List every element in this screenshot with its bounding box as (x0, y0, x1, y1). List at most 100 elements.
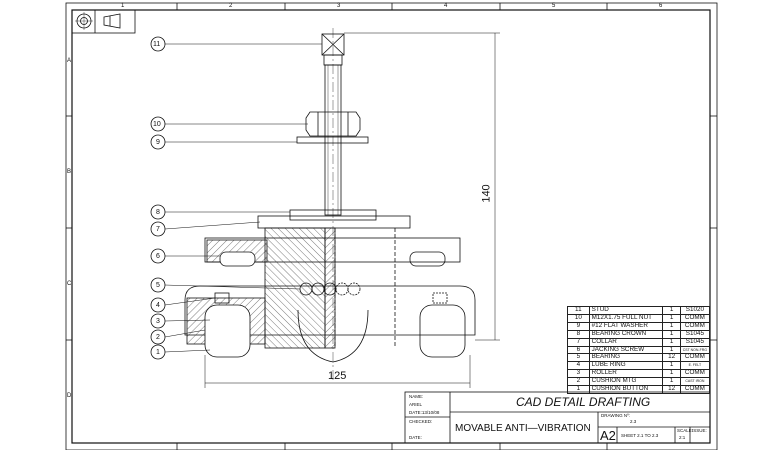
part-material: S1045 (679, 337, 711, 347)
dimension-lines (204, 32, 500, 388)
zone-col-1: 1 (121, 3, 125, 9)
zone-col-5: 5 (552, 3, 556, 9)
zone-col-4: 4 (444, 3, 448, 9)
part-material: COMM (679, 385, 711, 394)
date2-label: DATE: (409, 435, 422, 440)
part-number: 2 (567, 377, 590, 387)
sheet-size: A2 (600, 428, 616, 443)
part-material: CST NON-FRG (679, 345, 711, 355)
part-description: CUSHION BUTTON (588, 385, 664, 394)
balloons (150, 36, 166, 360)
part-description: CUSHION MTG (588, 377, 664, 387)
part-number: 9 (567, 321, 590, 331)
part-material: COMM (679, 313, 711, 323)
part-description: COLLAR (588, 337, 664, 347)
balloon-7: 7 (156, 226, 160, 233)
part-description: BEARING (588, 353, 664, 363)
zone-row-c: C (67, 281, 72, 287)
drawing-no-label: DRAWING Nº: (601, 413, 630, 418)
part-description: BEARING CROWN (588, 329, 664, 339)
part-number: 5 (567, 353, 590, 363)
part-quantity: 1 (662, 306, 681, 315)
part-description: STUD (588, 306, 664, 315)
zone-col-3: 3 (337, 3, 341, 9)
part-material: COMM (679, 353, 711, 363)
part-number: 3 (567, 369, 590, 379)
part-quantity: 1 (662, 329, 681, 339)
date-label: DATE:13/10/08 (409, 410, 440, 415)
part-description: LUBE RING (588, 361, 664, 371)
part-material: CAST IRON (679, 377, 711, 387)
part-material: S1020 (679, 306, 711, 315)
part-quantity: 12 (662, 353, 681, 363)
zone-row-b: B (67, 169, 72, 175)
drafter-name: ARIEL (409, 402, 423, 407)
part-number: 4 (567, 361, 590, 371)
zone-col-6: 6 (659, 3, 663, 9)
part-quantity: 1 (662, 337, 681, 347)
drawing-title: MOVABLE ANTI—VIBRATION (455, 423, 591, 434)
balloon-3: 3 (156, 318, 160, 325)
balloon-10: 10 (153, 121, 161, 128)
scale-label: SCALE: (677, 428, 694, 433)
part-quantity: 1 (662, 369, 681, 379)
title-block-frame (404, 391, 711, 444)
part-material: COMM (679, 321, 711, 331)
balloon-5: 5 (156, 282, 160, 289)
zone-row-d: D (67, 393, 72, 399)
inner-border (71, 9, 711, 444)
part-material: COMM (679, 369, 711, 379)
part-material: S1045 (679, 329, 711, 339)
part-description: #12 FLAT WASHER (588, 321, 664, 331)
projection-symbol-icon (71, 9, 136, 34)
part-quantity: 12 (662, 385, 681, 394)
part-number: 7 (567, 337, 590, 347)
part-quantity: 1 (662, 361, 681, 371)
balloon-6: 6 (156, 253, 160, 260)
checked-label: CHECKED: (409, 419, 433, 424)
part-number: 8 (567, 329, 590, 339)
balloon-8: 8 (156, 209, 160, 216)
assembly-section-view (164, 28, 500, 388)
balloon-4: 4 (156, 302, 160, 309)
balloon-9: 9 (156, 139, 160, 146)
part-number: 10 (567, 313, 590, 323)
part-number: 11 (567, 306, 590, 315)
sheet-number: SHEET 2.1 TO 2.3 (621, 433, 659, 438)
zone-ticks (66, 3, 717, 450)
part-quantity: 1 (662, 345, 681, 355)
balloon-11: 11 (153, 41, 161, 48)
part-number: 1 (567, 385, 590, 394)
issue-label: ISSUE: (692, 428, 707, 433)
part-description: JACKING SCREW (588, 345, 664, 355)
zone-row-a: A (67, 58, 72, 64)
part-quantity: 1 (662, 313, 681, 323)
company-name: CAD DETAIL DRAFTING (516, 395, 651, 409)
part-quantity: 1 (662, 321, 681, 331)
name-label: NAME: (409, 394, 424, 399)
zone-col-2: 2 (229, 3, 233, 9)
drawing-no: 2.3 (630, 419, 637, 424)
scale-value: 2:1 (679, 435, 686, 440)
dimension-width-label: 125 (328, 370, 347, 382)
part-number: 6 (567, 345, 590, 355)
part-description: ROLLER (588, 369, 664, 379)
balloon-1: 1 (156, 349, 160, 356)
part-material: E. FELT (679, 361, 711, 371)
dimension-height-label: 140 (480, 184, 493, 203)
balloon-2: 2 (156, 334, 160, 341)
part-quantity: 1 (662, 377, 681, 387)
